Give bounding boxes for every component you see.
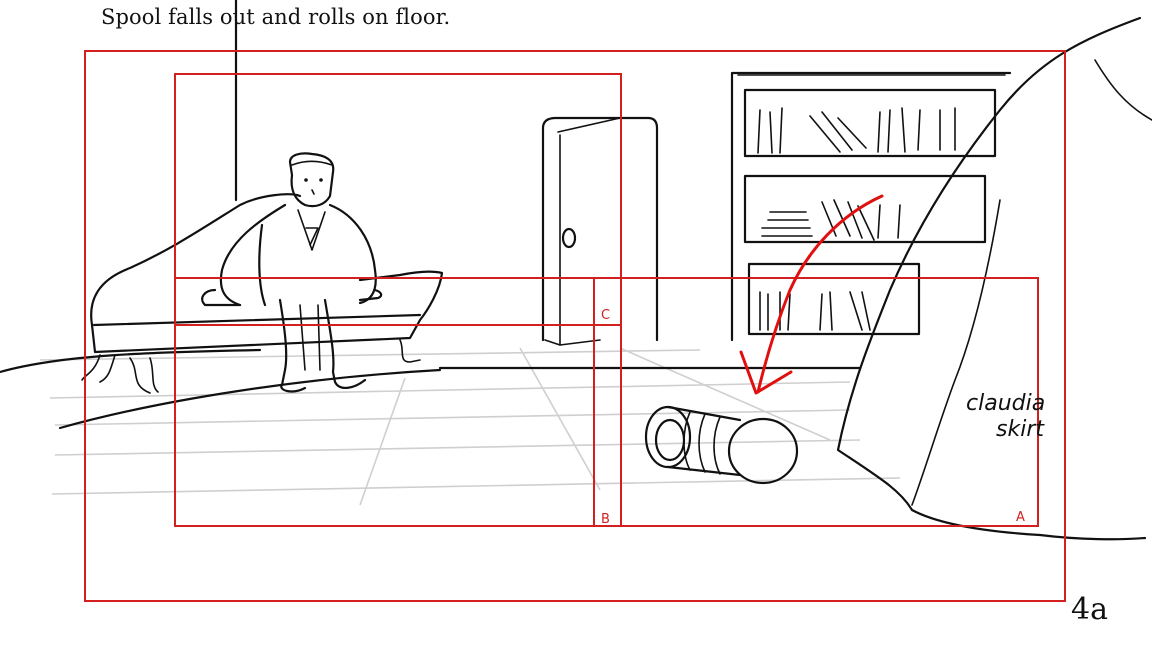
spool [644,405,799,485]
caption: Spool falls out and rolls on floor. [101,5,451,29]
door-knob [561,227,577,249]
frame-a [174,277,1039,527]
note-line-1: claudia [966,391,1045,416]
floor-edge-line-2 [58,368,442,430]
frame-label-c: C [601,308,610,323]
motion-arrow [739,194,884,395]
frame-inner-top [174,73,622,527]
framing-guides [84,50,1066,602]
frame-outer [84,50,1066,602]
frame-label-a: A [1016,510,1025,525]
floor-grid [39,347,901,506]
bookshelf [730,71,1012,342]
frame-label-b: B [601,512,610,527]
claudia-skirt [836,16,1152,541]
sofa [81,193,444,394]
seated-man [201,152,383,393]
floor-edge-line [0,348,262,374]
panel-number: 4a [1071,592,1108,627]
door [541,116,659,346]
note-line-2: skirt [996,417,1045,442]
